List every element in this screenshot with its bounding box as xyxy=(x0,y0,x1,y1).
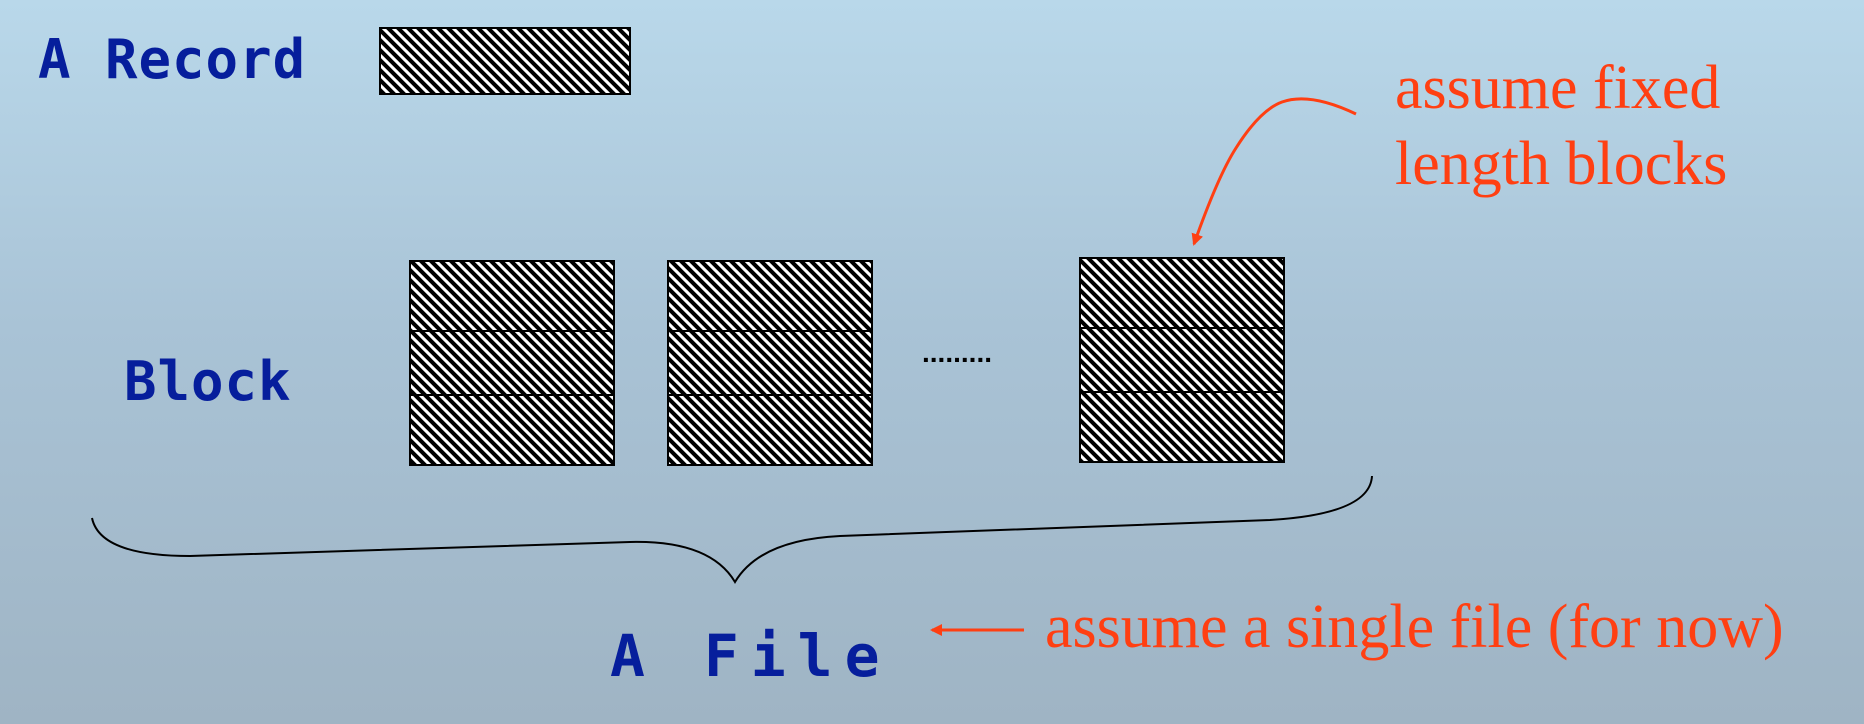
single-file-note: assume a single file (for now) xyxy=(1045,593,1784,661)
block-1 xyxy=(409,260,615,466)
block-2-record-1 xyxy=(667,260,873,332)
fixed-length-note-line-2: length blocks xyxy=(1395,130,1728,198)
fixed-length-note-line-1: assume fixed xyxy=(1395,54,1721,122)
block-n-record-1 xyxy=(1079,257,1285,329)
block-n-record-3 xyxy=(1079,391,1285,463)
file-label: A File xyxy=(610,622,892,690)
block-1-record-3 xyxy=(409,394,615,466)
block-n-record-2 xyxy=(1079,327,1285,393)
block-2-record-2 xyxy=(667,330,873,396)
file-brace xyxy=(91,475,1373,584)
block-n xyxy=(1079,257,1285,463)
fixed-length-arrow xyxy=(1191,97,1357,246)
block-2 xyxy=(667,260,873,466)
block-2-record-3 xyxy=(667,394,873,466)
ellipsis-dots: ......... xyxy=(922,337,992,368)
block-1-record-2 xyxy=(409,330,615,396)
record-label: A Record xyxy=(38,28,307,91)
fixed-length-note: assume fixed length blocks xyxy=(1395,50,1727,202)
block-1-record-1 xyxy=(409,260,615,332)
block-label: Block xyxy=(124,350,292,413)
record-rectangle xyxy=(379,27,631,95)
